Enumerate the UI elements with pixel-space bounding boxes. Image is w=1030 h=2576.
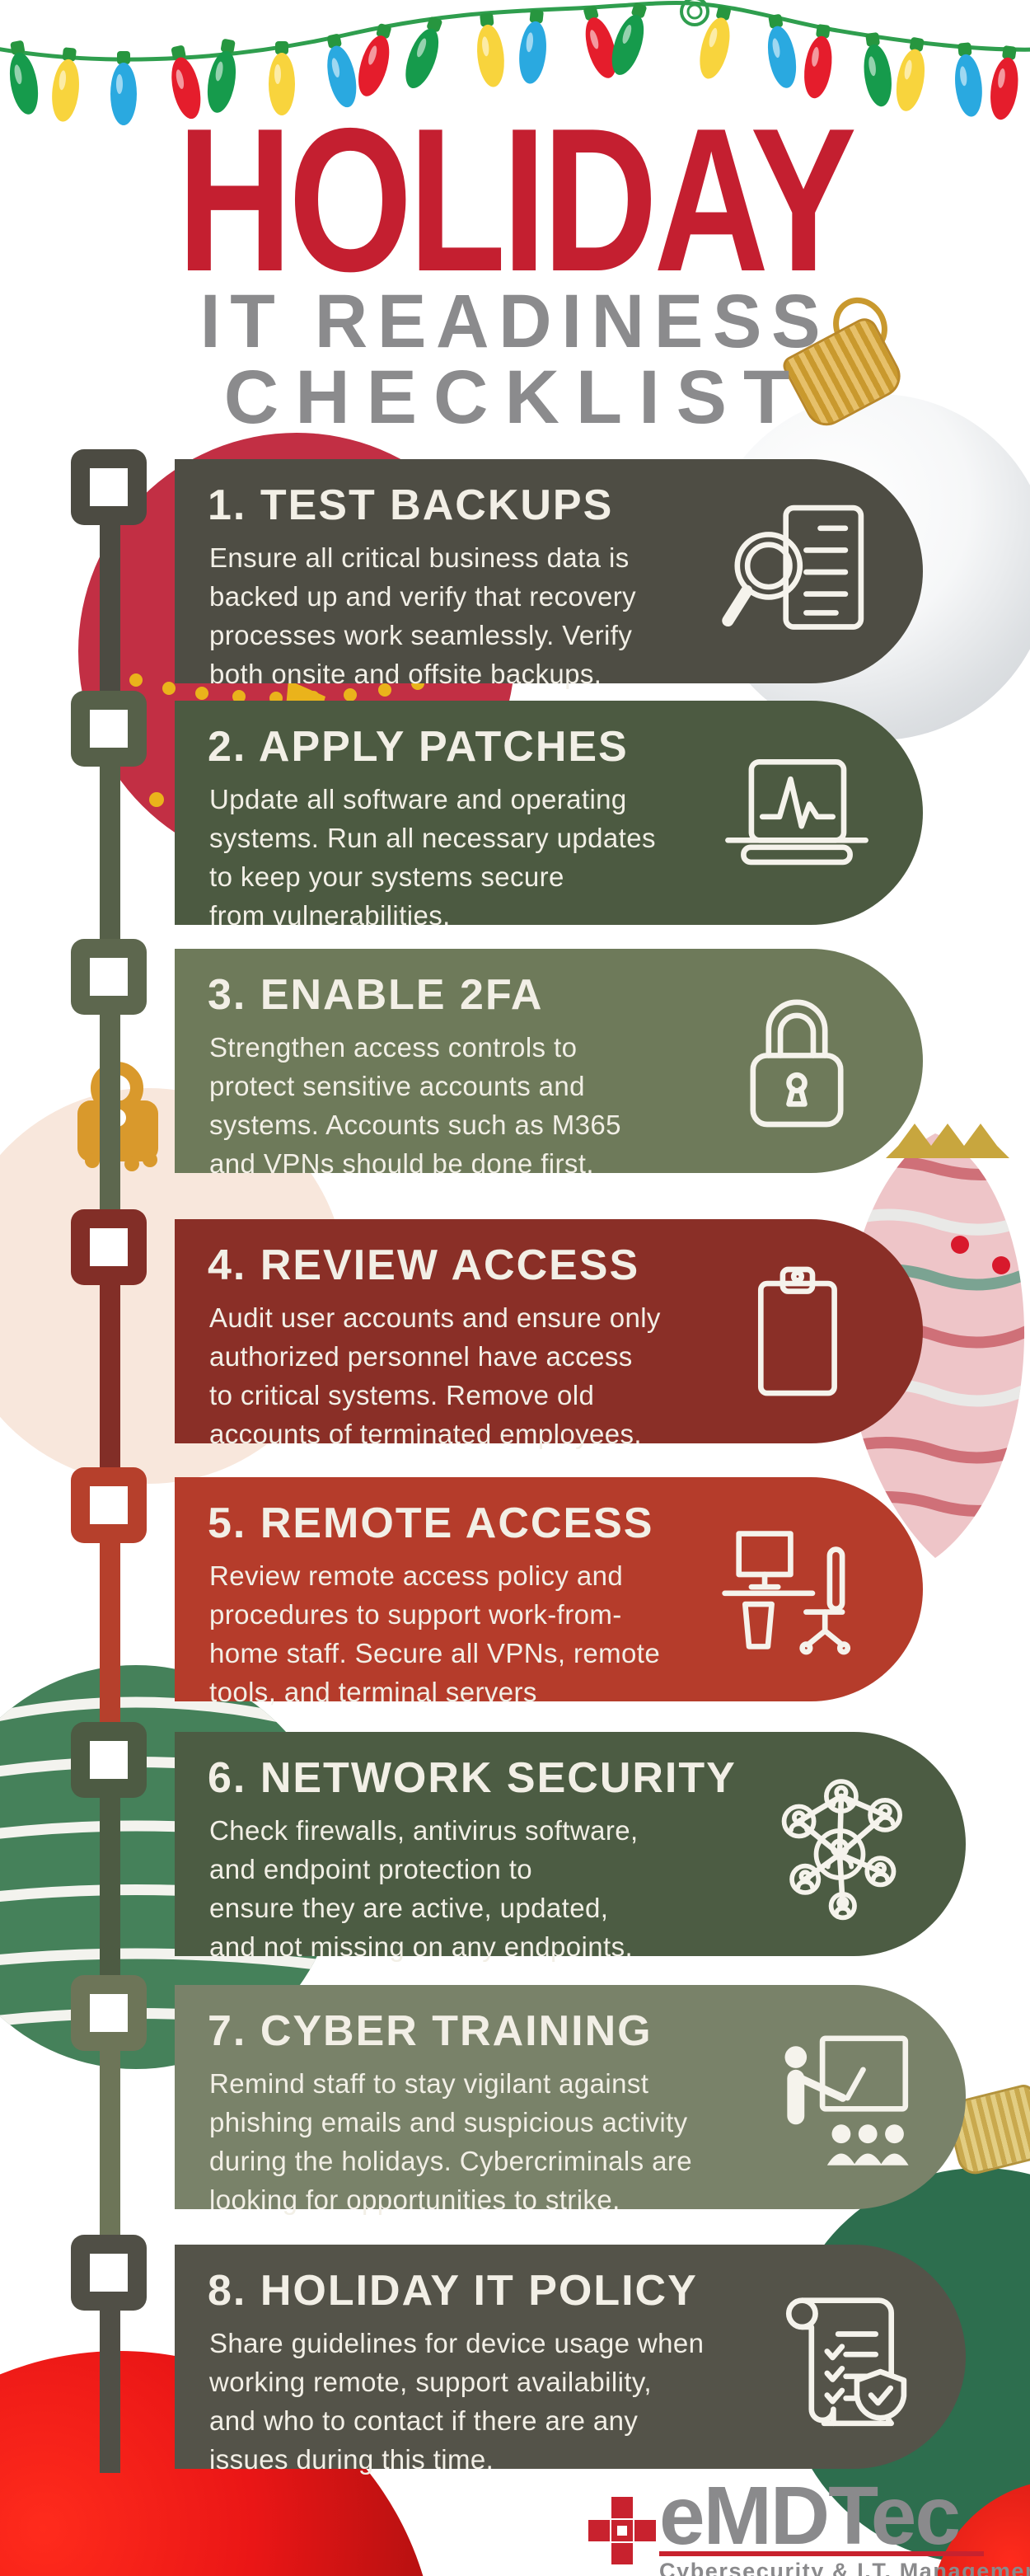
card-description: Review remote access policy and procedur… — [209, 1560, 661, 1707]
timeline-connector — [100, 2033, 120, 2251]
padlock-icon — [719, 983, 875, 1140]
card-title: 3. ENABLE 2FA — [208, 971, 544, 1019]
page-subtitle-line1: IT READINESS — [199, 279, 831, 364]
checkbox-node-5 — [71, 1467, 147, 1543]
card-description: Remind staff to stay vigilant against ph… — [209, 2068, 693, 2215]
checklist-card-5: 5. REMOTE ACCESS Review remote access pol… — [175, 1477, 923, 1707]
card-title: 7. CYBER TRAINING — [208, 2007, 653, 2055]
card-title: 6. NETWORK SECURITY — [208, 1754, 737, 1802]
timeline-connector — [100, 2292, 120, 2473]
checkbox-node-3 — [71, 939, 147, 1015]
pink-striped-ornament — [845, 1124, 1025, 1558]
card-title: 2. APPLY PATCHES — [208, 723, 629, 771]
checkbox-node-7 — [71, 1975, 147, 2051]
checkbox-node-1 — [71, 449, 147, 525]
clipboard-icon — [719, 1254, 875, 1410]
card-title: 1. TEST BACKUPS — [208, 481, 614, 529]
timeline-connector — [100, 748, 120, 955]
page-title: HOLIDAY — [177, 85, 857, 314]
card-description: Audit user accounts and ensure only auth… — [209, 1302, 661, 1449]
timeline-connector — [100, 1267, 120, 1484]
checklist-card-3: 3. ENABLE 2FA Strengthen access controls … — [175, 949, 923, 1179]
timeline-connector — [100, 507, 120, 707]
page-subtitle-line2: CHECKLIST — [223, 355, 807, 439]
laptop-pulse-icon — [719, 735, 875, 892]
checklist-card-6: 6. NETWORK SECURITY Check firewalls, anti… — [175, 1732, 966, 1962]
workstation-icon — [719, 1512, 875, 1668]
network-people-icon — [761, 1767, 918, 1923]
checkbox-node-6 — [71, 1722, 147, 1798]
card-description: Strengthen access controls to protect se… — [209, 1032, 621, 1179]
policy-scroll-icon — [761, 2279, 918, 2436]
checklist-card-8: 8. HOLIDAY IT POLICY Share guidelines for… — [175, 2245, 966, 2475]
checklist-card-4: 4. REVIEW ACCESS Audit user accounts and … — [175, 1219, 923, 1449]
card-description: Ensure all critical business data is bac… — [209, 542, 637, 689]
logo-plus-icon — [588, 2497, 658, 2566]
brand-name: eMDTec — [659, 2470, 961, 2562]
training-board-icon — [761, 2020, 918, 2176]
card-description: Check firewalls, antivirus software, and… — [209, 1815, 639, 1962]
checklist-card-7: 7. CYBER TRAINING Remind staff to stay vi… — [175, 1985, 966, 2215]
checklist-card-1: 1. TEST BACKUPS Ensure all critical busin… — [175, 459, 923, 689]
checkbox-node-4 — [71, 1209, 147, 1285]
timeline-connector — [100, 1525, 120, 1738]
checkbox-node-2 — [71, 691, 147, 767]
brand-underline — [659, 2551, 984, 2556]
timeline-connector — [100, 1780, 120, 1992]
brand-tagline: Cybersecurity & I.T. Management — [659, 2559, 1030, 2576]
checklist-card-2: 2. APPLY PATCHES Update all software and … — [175, 701, 923, 931]
ornament-gold-zigzag-cap-icon — [886, 1124, 1009, 1158]
card-title: 8. HOLIDAY IT POLICY — [208, 2267, 698, 2315]
card-title: 4. REVIEW ACCESS — [208, 1241, 640, 1289]
card-description: Share guidelines for device usage when w… — [209, 2328, 705, 2475]
checkbox-node-8 — [71, 2235, 147, 2311]
card-description: Update all software and operating system… — [209, 784, 656, 931]
card-title: 5. REMOTE ACCESS — [208, 1499, 654, 1547]
christmas-lights-garland — [0, 0, 1030, 125]
timeline-connector — [100, 997, 120, 1226]
magnifier-document-icon — [719, 494, 875, 650]
